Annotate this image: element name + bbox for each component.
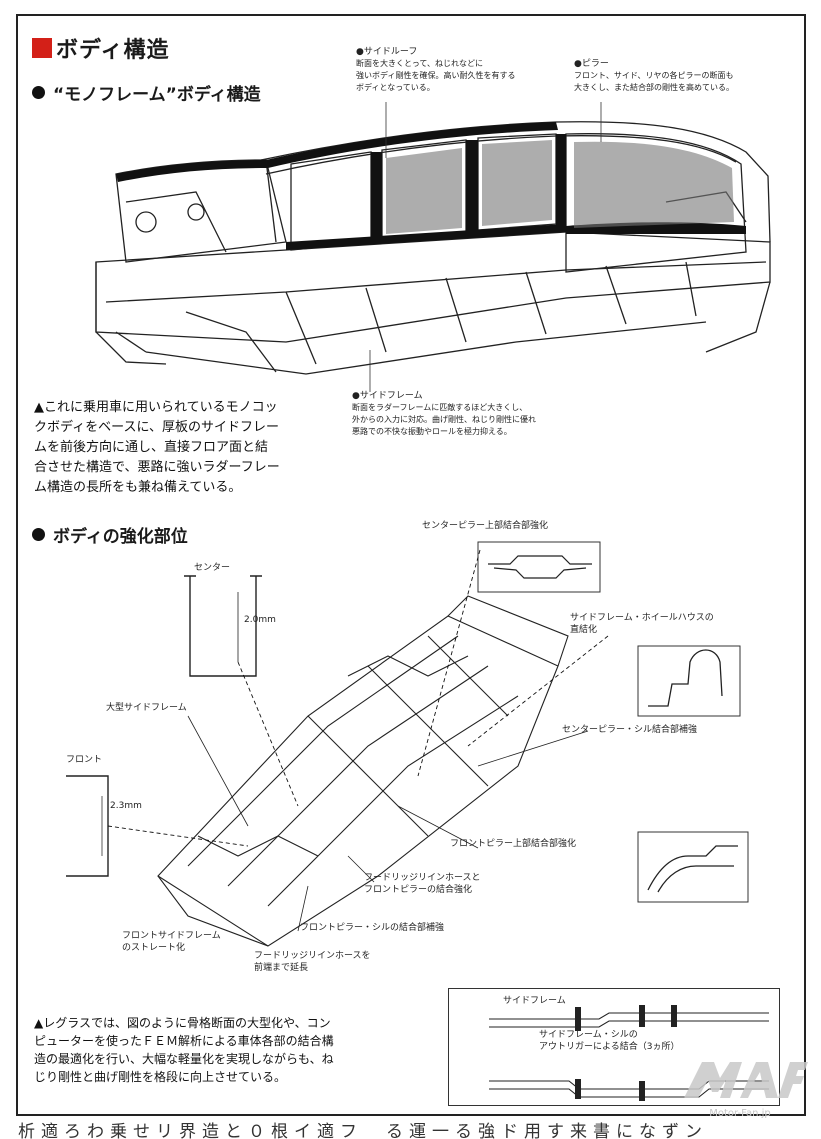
caption2-line-2: ピューターを使ったＦＥＭ解析による車体各部の結合構 [34, 1034, 334, 1048]
section2-heading: ボディの強化部位 [32, 522, 188, 547]
label-front-pillar-sill: フロントピラー・シルの結合部補強 [300, 923, 445, 933]
caption1-line-1: ▲これに乗用車に用いられているモノコッ [34, 400, 278, 415]
side-frame-title: ●サイドフレーム [352, 391, 423, 401]
side-roof-title: ●サイドルーフ [356, 47, 418, 57]
monoframe-body-illustration [95, 102, 771, 392]
caption1-line-4: 合させた構造で、悪路に強いラダーフレー [34, 460, 280, 475]
label-hoodridge: フードリッジリインホースと フロントピラーの結合強化 [364, 873, 481, 895]
reinforcement-diagram [66, 541, 749, 947]
section2-heading-text: ボディの強化部位 [53, 527, 188, 547]
side-frame-text-2: 外からの入力に対応。曲げ剛性、ねじり剛性に優れ [352, 415, 536, 424]
motor-fan-logo: Motor-Fan.jp [684, 1062, 808, 1119]
side-frame-text-3: 悪路での不快な振動やロールを極力抑える。 [352, 427, 512, 436]
caption2-line-1: ▲レグラスでは、図のように骨格断面の大型化や、コン [34, 1016, 331, 1030]
caption1-line-5: ム構造の長所をも兼ね備えている。 [34, 480, 242, 495]
label-front-pillar-upper: フロントピラー上部結合部強化 [450, 839, 577, 849]
pillar-annotation: ●ピラー フロント、サイド、リヤの各ピラーの断面も 大きくし、また結合部の剛性を… [574, 58, 734, 94]
side-roof-text-2: 強いボディ剛性を確保。高い耐久性を有する [356, 71, 516, 80]
pillar-title: ●ピラー [574, 59, 609, 69]
label-dim-center: 2.0mm [244, 615, 276, 625]
side-frame-text-1: 断面をラダーフレームに匹敵するほど大きくし、 [352, 403, 528, 412]
label-front: フロント [66, 755, 103, 765]
pillar-text-1: フロント、サイド、リヤの各ピラーの断面も [574, 71, 734, 80]
side-frame-annotation: ●サイドフレーム 断面をラダーフレームに匹敵するほど大きくし、 外からの入力に対… [352, 390, 536, 438]
bottom-cutoff-text: 析適ろわ乗せリ界造と０根イ適フ る運一る強ド用す来書になずン [18, 1122, 708, 1139]
label-center: センター [194, 563, 231, 573]
caption1-line-2: クボディをベースに、厚板のサイドフレー [34, 420, 280, 435]
label-side-frame: サイドフレーム [503, 996, 566, 1006]
bullet-icon [32, 86, 45, 99]
watermark-text: Motor-Fan.jp [709, 1108, 770, 1119]
label-large-side-frame: 大型サイドフレーム [106, 703, 187, 713]
label-center-pillar-sill: センターピラー・シル結合部補強 [562, 725, 698, 735]
label-dim-front: 2.3mm [110, 801, 142, 811]
side-roof-text-3: ボディとなっている。 [356, 83, 435, 92]
label-front-side-straight: フロントサイドフレーム のストレート化 [122, 931, 221, 953]
section2-caption: ▲レグラスでは、図のように骨格断面の大型化や、コン ピューターを使ったＦＥＭ解析… [34, 1014, 334, 1086]
side-roof-annotation: ●サイドルーフ 断面を大きくとって、ねじれなどに 強いボディ剛性を確保。高い耐久… [356, 46, 515, 94]
section1-caption: ▲これに乗用車に用いられているモノコッ クボディをベースに、厚板のサイドフレー … [34, 398, 280, 498]
label-side-frame-wheelhouse: サイドフレーム・ホイールハウスの 直結化 [570, 613, 714, 635]
label-hoodridge-extend: フードリッジリインホースを 前端まで延長 [254, 951, 371, 973]
page-title-text: ボディ構造 [56, 38, 170, 63]
pillar-text-2: 大きくし、また結合部の剛性を高めている。 [574, 83, 734, 92]
section1-heading: “モノフレーム”ボディ構造 [32, 80, 261, 105]
page-frame: ボディ構造 “モノフレーム”ボディ構造 ●サイドルーフ 断面を大きくとって、ねじ… [16, 14, 806, 1116]
label-outrigger: サイドフレーム・シルの アウトリガーによる結合（3ヵ所） [539, 1030, 680, 1052]
section1-heading-text: “モノフレーム”ボディ構造 [53, 85, 261, 105]
side-roof-text-1: 断面を大きくとって、ねじれなどに [356, 59, 483, 68]
label-center-pillar-upper: センターピラー上部結合部強化 [422, 521, 549, 531]
caption1-line-3: ムを前後方向に通し、直接フロア面と結 [34, 440, 269, 455]
caption2-line-4: じり剛性と曲げ剛性を格段に向上させている。 [34, 1070, 287, 1084]
bullet-icon [32, 528, 45, 541]
red-square-icon [32, 38, 52, 58]
page-title: ボディ構造 [32, 32, 169, 64]
caption2-line-3: 造の最適化を行い、大幅な軽量化を実現しながらも、ね [34, 1052, 334, 1066]
